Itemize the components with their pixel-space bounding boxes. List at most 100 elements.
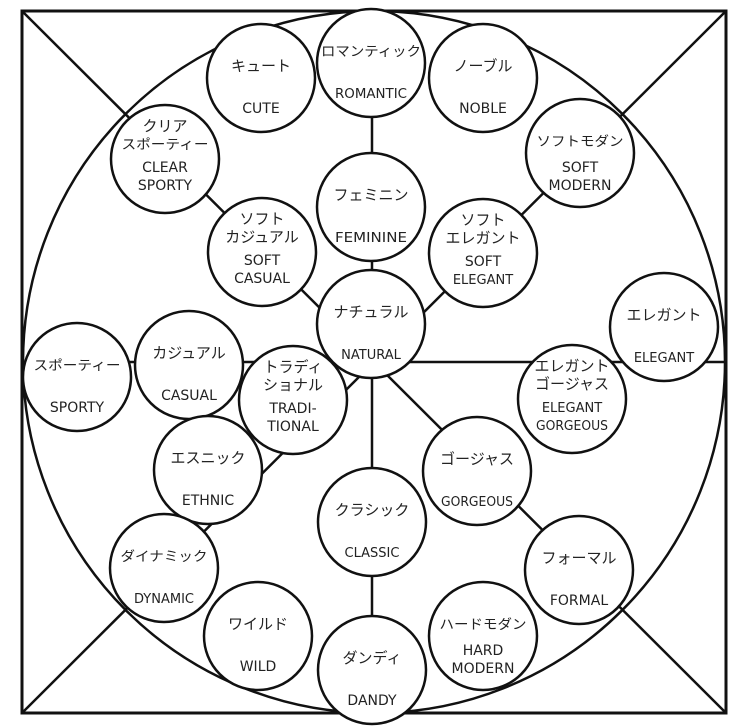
node-label-jp: トラディ: [264, 358, 323, 376]
node-label-jp: ゴージャス: [535, 375, 609, 393]
node-label-jp: ショナル: [263, 376, 323, 394]
node-circle: [427, 197, 539, 309]
node-label-en: ELEGANT: [634, 351, 694, 366]
node-circle: [202, 580, 314, 692]
node-circle: [316, 466, 428, 578]
node-gorgeous: ゴージャス GORGEOUS: [421, 415, 533, 527]
node-sporty: スポーティー SPORTY: [21, 321, 133, 433]
node-noble: ノーブル NOBLE: [427, 22, 539, 134]
node-circle: [108, 512, 220, 624]
node-label-jp: ロマンティック: [321, 44, 421, 60]
node-hard-modern: ハードモダン HARD MODERN: [427, 580, 539, 692]
node-label-en: CLASSIC: [345, 546, 400, 561]
node-label-jp: カジュアル: [152, 344, 226, 362]
node-label-jp: ソフト: [239, 210, 284, 228]
node-wild: ワイルド WILD: [202, 580, 314, 692]
node-label-en: CLEAR: [142, 160, 188, 176]
node-label-en: TIONAL: [266, 419, 319, 435]
node-label-jp: フェミニン: [333, 186, 408, 204]
node-label-jp: キュート: [231, 57, 291, 75]
node-feminine: フェミニン FEMININE: [315, 151, 427, 263]
node-label-en: FORMAL: [550, 593, 608, 609]
node-circle: [427, 580, 539, 692]
node-circle: [315, 7, 427, 119]
node-label-en: SOFT: [244, 253, 281, 269]
node-label-en: DYNAMIC: [134, 592, 194, 607]
node-circle: [315, 268, 427, 380]
node-label-jp: スポーティー: [34, 358, 121, 374]
node-label-en: SOFT: [562, 160, 599, 176]
node-label-jp: ハードモダン: [440, 617, 527, 633]
node-circle: [427, 22, 539, 134]
node-label-en: SOFT: [465, 254, 502, 270]
node-label-jp: ソフト: [460, 211, 505, 229]
node-label-en: GORGEOUS: [536, 419, 608, 434]
node-label-en: CASUAL: [161, 388, 217, 404]
node-soft-modern: ソフトモダン SOFT MODERN: [524, 97, 636, 209]
node-label-jp: カジュアル: [225, 228, 299, 246]
node-circle: [237, 344, 349, 456]
node-label-en: SPORTY: [50, 400, 105, 416]
node-cute: キュート CUTE: [205, 22, 317, 134]
node-label-jp: ダンディ: [343, 649, 402, 667]
node-label-en: MODERN: [452, 661, 515, 677]
node-label-en: NOBLE: [459, 101, 507, 117]
node-circle: [21, 321, 133, 433]
node-label-en: DANDY: [347, 693, 397, 709]
node-label-en: ELEGANT: [542, 401, 602, 416]
node-label-en: HARD: [463, 643, 504, 659]
node-label-en: MODERN: [549, 178, 612, 194]
node-label-jp: ダイナミック: [121, 549, 208, 565]
node-label-jp: ゴージャス: [440, 450, 514, 468]
node-label-en: FEMININE: [335, 231, 407, 246]
node-circle: [205, 22, 317, 134]
node-circle: [206, 196, 318, 308]
node-label-en: GORGEOUS: [441, 495, 513, 510]
node-label-en: ELEGANT: [453, 273, 513, 288]
node-label-jp: エスニック: [170, 449, 245, 467]
node-label-jp: クリア: [142, 117, 187, 135]
node-circle: [109, 103, 221, 215]
node-label-en: NATURAL: [341, 348, 401, 363]
node-circle: [152, 414, 264, 526]
node-label-jp: ナチュラル: [333, 303, 408, 321]
node-casual: カジュアル CASUAL: [133, 309, 245, 421]
node-circle: [315, 151, 427, 263]
node-circle: [523, 514, 635, 626]
node-label-en: CUTE: [242, 101, 279, 117]
node-circle: [516, 343, 628, 455]
node-label-jp: ノーブル: [453, 57, 512, 75]
node-classic: クラシック CLASSIC: [316, 466, 428, 578]
node-label-en: CASUAL: [234, 271, 290, 287]
node-dandy: ダンディ DANDY: [316, 614, 428, 726]
node-label-en: WILD: [240, 659, 277, 675]
node-circle: [524, 97, 636, 209]
node-ethnic: エスニック ETHNIC: [152, 414, 264, 526]
node-dynamic: ダイナミック DYNAMIC: [108, 512, 220, 624]
node-circle: [421, 415, 533, 527]
node-label-jp: エレガント: [626, 306, 701, 324]
node-label-jp: ワイルド: [228, 615, 288, 633]
node-natural: ナチュラル NATURAL: [315, 268, 427, 380]
node-label-en: SPORTY: [138, 178, 193, 194]
node-label-jp: スポーティー: [122, 137, 209, 153]
node-label-jp: フォーマル: [541, 549, 616, 567]
node-circle: [316, 614, 428, 726]
node-elegant: エレガント ELEGANT: [608, 271, 720, 383]
node-circle: [608, 271, 720, 383]
node-label-jp: エレガント: [445, 229, 520, 247]
node-label-en: ETHNIC: [182, 493, 235, 509]
node-label-jp: ソフトモダン: [537, 134, 624, 150]
node-formal: フォーマル FORMAL: [523, 514, 635, 626]
node-label-jp: エレガント: [534, 357, 609, 375]
node-label-en: TRADI-: [268, 401, 316, 417]
node-label-jp: クラシック: [335, 501, 410, 519]
